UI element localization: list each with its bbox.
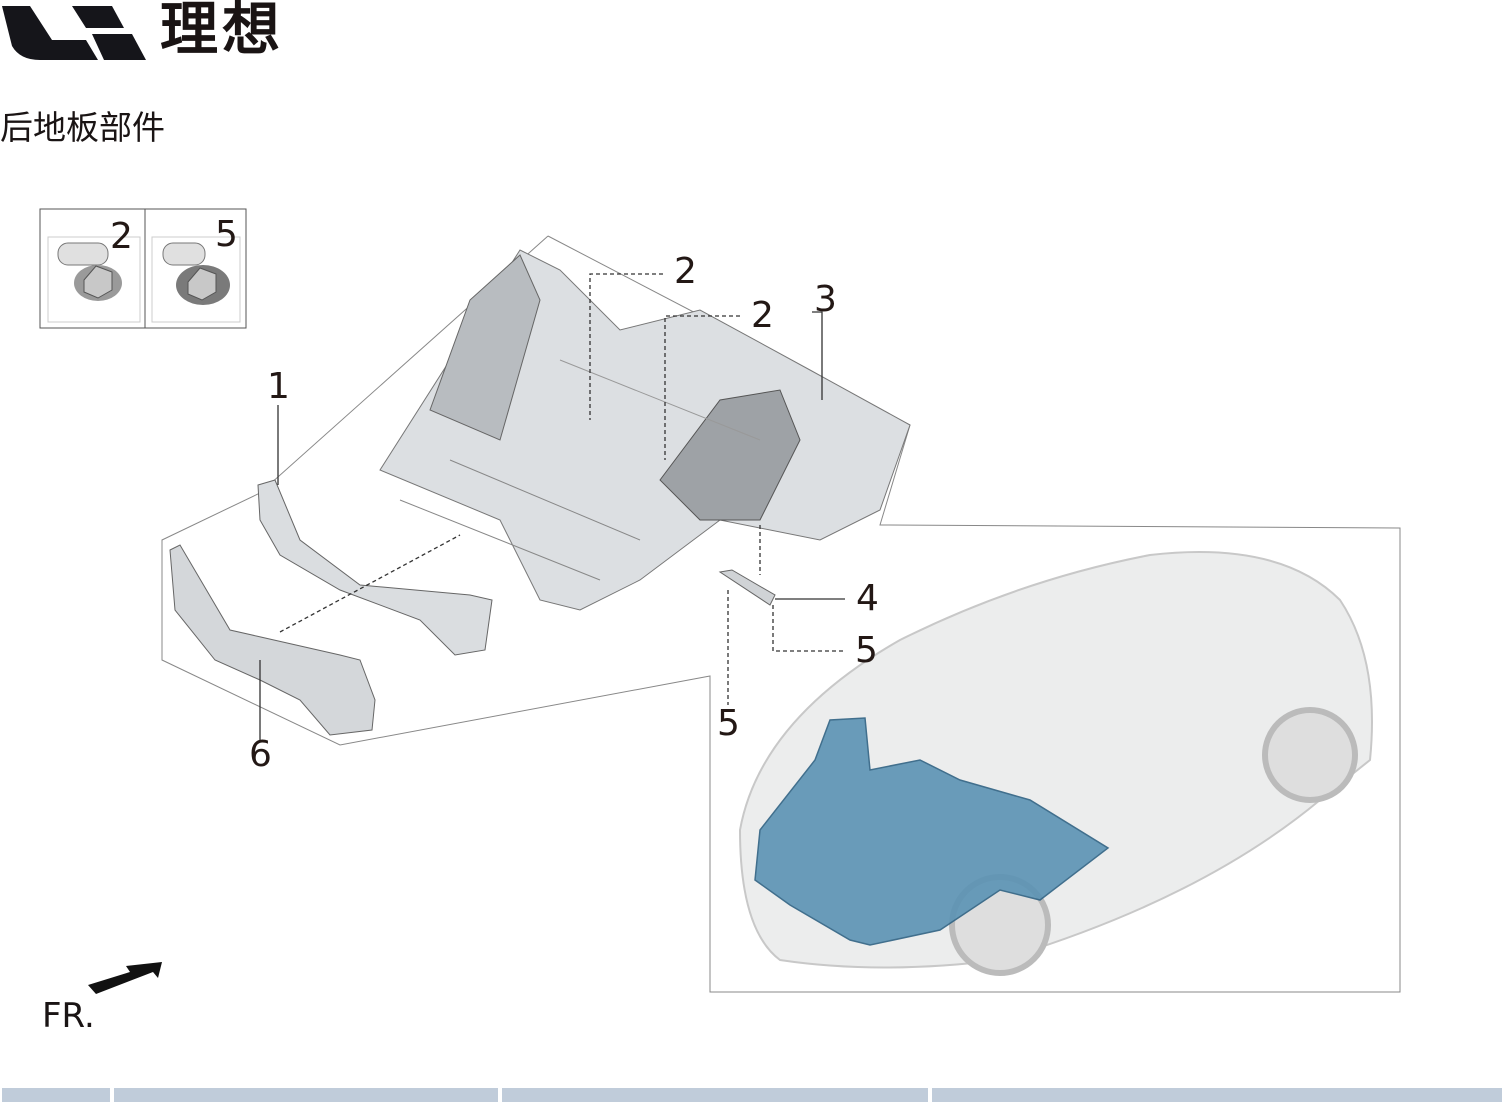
page-title: 后地板部件	[0, 108, 165, 147]
callout-floor-panel-3: 3	[814, 279, 837, 320]
table-header-cell	[932, 1088, 1502, 1102]
callout-inset-2: 2	[110, 216, 133, 257]
callout-bolt-2b: 2	[751, 295, 774, 336]
rear-floor-panel	[379, 249, 911, 611]
vehicle-location-view	[738, 551, 1373, 976]
rear-panel-part	[169, 544, 376, 736]
front-direction-arrow-icon	[88, 962, 162, 994]
table-header-cell	[502, 1088, 928, 1102]
table-header-cell	[2, 1088, 110, 1102]
callout-bracket-4: 4	[856, 578, 879, 619]
callout-rear-panel-6: 6	[249, 734, 272, 775]
front-direction-label: FR.	[42, 996, 95, 1036]
callout-crossmember-1: 1	[267, 366, 290, 407]
bracket-part	[718, 569, 776, 606]
li-auto-logo	[0, 0, 310, 65]
bolt-icon	[57, 242, 122, 301]
crossmember-part	[257, 479, 493, 656]
logo-mark-icon	[2, 6, 146, 60]
callout-bolt-5b: 5	[717, 703, 740, 744]
fastener-inset	[39, 208, 247, 329]
callout-inset-5: 5	[215, 214, 238, 255]
brand-name: 理想	[160, 0, 285, 63]
callout-bolt-5a: 5	[855, 630, 878, 671]
leader-lines	[259, 273, 845, 740]
flange-bolt-icon	[162, 242, 230, 305]
table-header-cell	[114, 1088, 498, 1102]
parts-table-header	[0, 1088, 1504, 1102]
callout-bolt-2a: 2	[674, 251, 697, 292]
highlighted-rear-floor	[754, 717, 1110, 946]
